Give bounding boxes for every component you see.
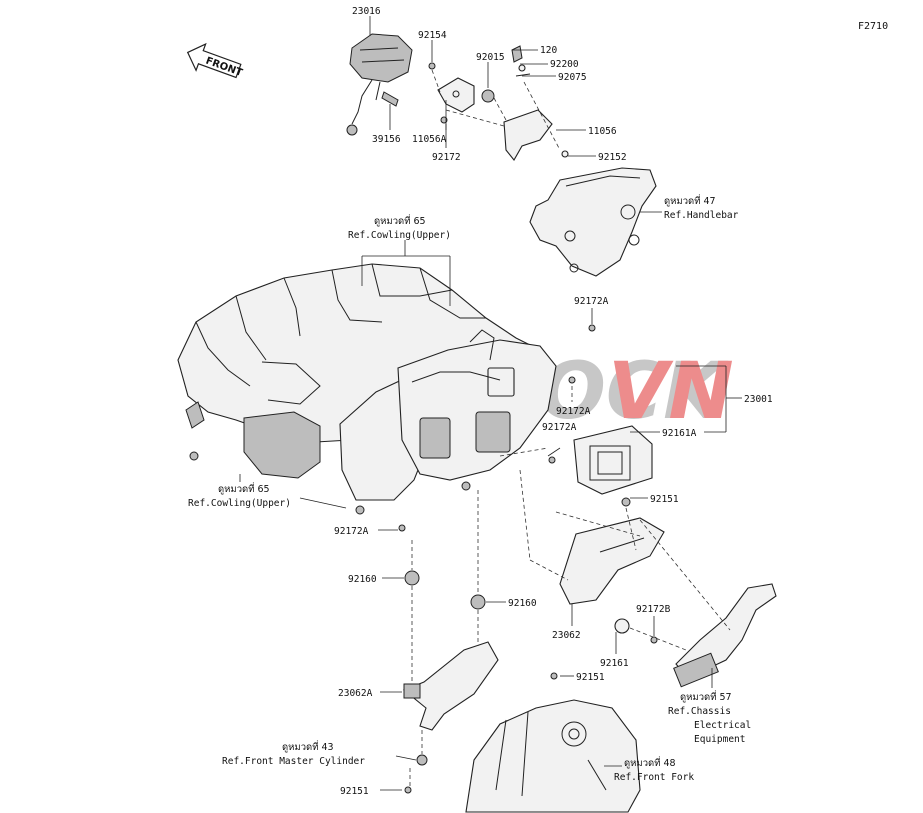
- screw-92172A-mid: [568, 376, 576, 384]
- label-39156: 39156: [372, 134, 401, 145]
- label-92161: 92161: [600, 658, 629, 669]
- ref-master-cylinder-category: ดูหมวดที่ 43: [282, 740, 334, 753]
- label-92172B: 92172B: [636, 604, 671, 615]
- label-92151-mid: 92151: [576, 672, 605, 683]
- reference-labels: ดูหมวดที่ 47 Ref.Handlebar ดูหมวดที่ 65 …: [188, 194, 751, 783]
- ref-chassis-line2: Electrical: [694, 720, 751, 731]
- part-number-labels: 23016 92154 92015 120 92200 92075 11056 …: [334, 6, 773, 797]
- label-92161A: 92161A: [662, 428, 697, 439]
- headlight-assembly-23001: [397, 329, 557, 491]
- ref-chassis-line3: Equipment: [694, 734, 745, 745]
- screw-92172B: [650, 636, 658, 644]
- leader-lines: [239, 16, 742, 791]
- label-92015: 92015: [476, 52, 505, 63]
- label-23062A: 23062A: [338, 688, 373, 699]
- ref-chassis-name: Ref.Chassis: [668, 706, 731, 717]
- bracket-23062: [559, 497, 665, 605]
- label-92151-upper: 92151: [650, 494, 679, 505]
- ref-front-fork-name: Ref.Front Fork: [614, 772, 694, 783]
- grommet-92160-right: [470, 594, 486, 610]
- watermark-text-red: VN: [608, 347, 734, 437]
- screw-92172A-low: [548, 456, 556, 464]
- screw-92151-mid: [550, 672, 558, 680]
- screw-92172: [440, 116, 448, 124]
- bracket-11056A: [437, 77, 475, 113]
- master-cylinder-clamp: [416, 754, 428, 766]
- label-92172A-mid2: 92172A: [542, 422, 577, 433]
- screw-92154: [428, 62, 436, 70]
- label-120: 120: [540, 45, 557, 56]
- switch-assembly-23016: [346, 33, 413, 136]
- collar-92015: [481, 89, 495, 103]
- label-11056: 11056: [588, 126, 617, 137]
- bracket-11056: [503, 109, 553, 161]
- handlebar-bracket: [529, 167, 657, 277]
- label-92160-right: 92160: [508, 598, 537, 609]
- front-fork-area: [465, 699, 641, 813]
- figure-code: F2710: [858, 21, 888, 32]
- washer-92200: [518, 64, 526, 72]
- front-arrow-icon: FRONT: [186, 42, 244, 79]
- label-92151-lower: 92151: [340, 786, 369, 797]
- label-23001: 23001: [744, 394, 773, 405]
- cowling-upper-outline: [177, 263, 541, 501]
- grommet-92160-left: [404, 570, 420, 586]
- bolt-120: [511, 45, 523, 63]
- label-92075: 92075: [558, 72, 587, 83]
- ref-master-cylinder-name: Ref.Front Master Cylinder: [222, 756, 365, 767]
- label-92172: 92172: [432, 152, 461, 163]
- screw-92172A-upper: [588, 324, 596, 332]
- label-92160-left: 92160: [348, 574, 377, 585]
- ref-handlebar-name: Ref.Handlebar: [664, 210, 739, 221]
- ref-cowling-upper-name-top: Ref.Cowling(Upper): [348, 230, 451, 241]
- label-23062: 23062: [552, 630, 581, 641]
- label-92200: 92200: [550, 59, 579, 70]
- ref-handlebar-category: ดูหมวดที่ 47: [664, 194, 716, 207]
- bracket-23062A: [402, 641, 499, 731]
- label-92154: 92154: [418, 30, 447, 41]
- label-92172A-mid1: 92172A: [556, 406, 591, 417]
- ref-chassis-category: ดูหมวดที่ 57: [680, 690, 732, 703]
- ref-cowling-upper-name-bottom: Ref.Cowling(Upper): [188, 498, 291, 509]
- ref-cowling-upper-category-bottom: ดูหมวดที่ 65: [218, 482, 270, 495]
- grommet-92161: [614, 618, 630, 634]
- ref-front-fork-category: ดูหมวดที่ 48: [624, 756, 676, 769]
- collar-92152: [561, 150, 569, 158]
- label-92152: 92152: [598, 152, 627, 163]
- label-92172A-lower: 92172A: [334, 526, 369, 537]
- ecu-module: [573, 425, 653, 495]
- screw-92151-lower: [404, 786, 412, 794]
- label-23016: 23016: [352, 6, 381, 17]
- chassis-bracket-right: [673, 583, 777, 688]
- label-11056A: 11056A: [412, 134, 447, 145]
- ref-cowling-upper-category-top: ดูหมวดที่ 65: [374, 214, 426, 227]
- label-92172A-upper: 92172A: [574, 296, 609, 307]
- spring-92075: [515, 73, 531, 77]
